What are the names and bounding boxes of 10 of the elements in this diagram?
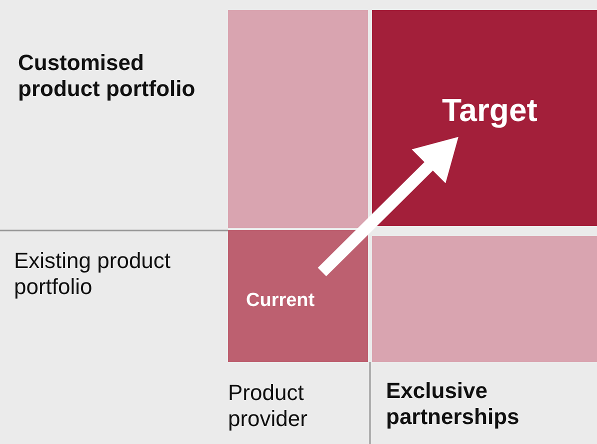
cell-label: Target [442, 92, 538, 129]
quadrant-cell [372, 10, 597, 226]
axis-label: Product provider [228, 380, 308, 433]
quadrant-cell [372, 236, 597, 362]
quadrant-cell [228, 230, 368, 362]
axis-label: Customised product portfolio [18, 50, 196, 103]
quadrant-cell [228, 10, 368, 228]
cell-label: Current [246, 290, 315, 312]
axis-label: Existing product portfolio [14, 248, 172, 301]
axis-label: Exclusive partnerships [386, 378, 520, 431]
